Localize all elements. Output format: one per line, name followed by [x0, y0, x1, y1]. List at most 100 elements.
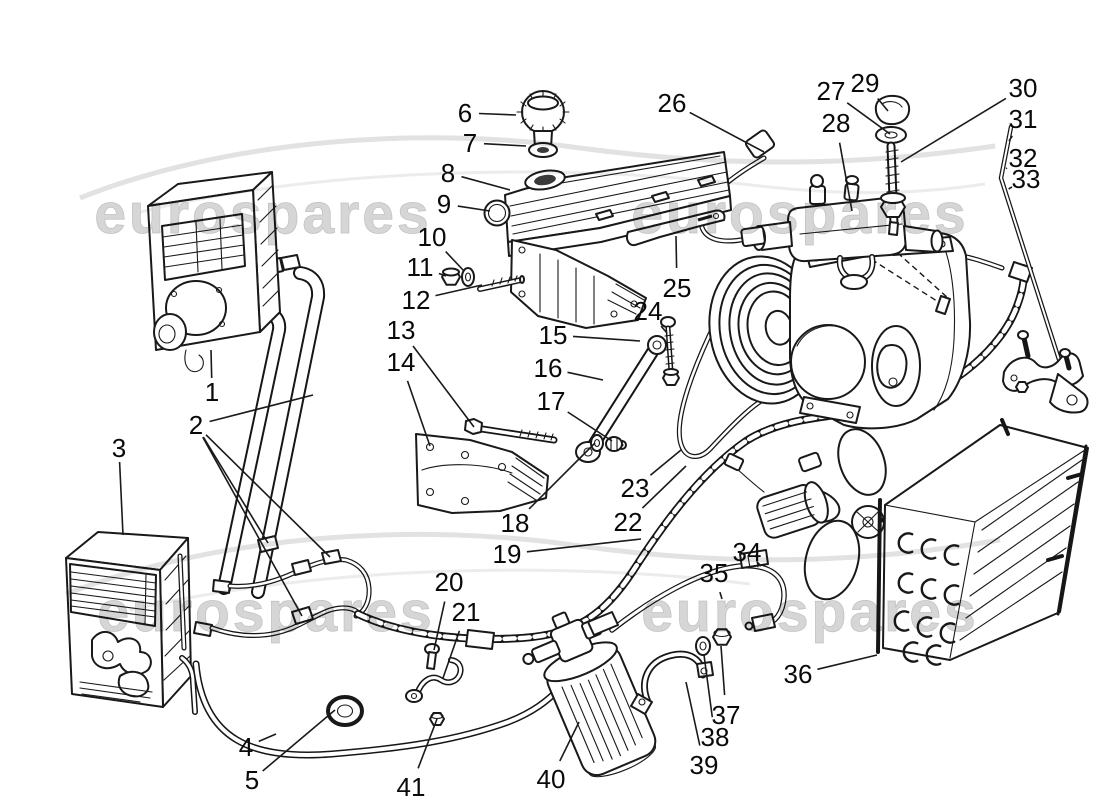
watermark-text: eurospares: [631, 182, 968, 246]
part-number-22: 22: [614, 507, 643, 537]
bolt-20: [424, 643, 440, 670]
callout-layer: 1234567891011121314151617181920212223242…: [112, 68, 1041, 800]
leader-line-8: [461, 175, 511, 191]
leader-line-5: [262, 709, 336, 772]
washer-10: [461, 267, 475, 287]
washer-18: [590, 434, 604, 452]
bolt-13: [464, 418, 558, 444]
part-number-24: 24: [634, 296, 663, 326]
nut-37: [712, 628, 732, 646]
part-number-11: 11: [407, 252, 434, 282]
part-number-26: 26: [658, 88, 687, 118]
leader-line-3: [118, 461, 124, 536]
leader-line-38: [703, 654, 714, 718]
leader-line-41: [417, 718, 438, 769]
leader-line-15: [572, 335, 641, 342]
leader-line-23: [649, 449, 682, 476]
leader-line-11: [438, 272, 447, 277]
part-number-19: 19: [493, 539, 522, 569]
receiver-drier: [522, 611, 657, 778]
leader-line-7: [483, 142, 527, 147]
part-number-7: 7: [463, 128, 477, 158]
part-number-33: 33: [1012, 164, 1041, 194]
leader-line-40: [559, 721, 580, 762]
part-number-6: 6: [458, 98, 472, 128]
leader-line-24: [660, 325, 668, 334]
mounting-bracket: [415, 433, 549, 514]
leader-line-12: [435, 284, 483, 297]
leader-line-19: [526, 538, 642, 553]
part-number-29: 29: [851, 68, 880, 98]
part-number-32: 32: [1009, 143, 1038, 173]
evaporator-unit: [65, 531, 231, 715]
part-number-25: 25: [663, 273, 692, 303]
leader-line-29: [877, 97, 889, 112]
leader-line-34: [756, 561, 762, 567]
leader-line-31: [1008, 135, 1013, 142]
leader-line-26: [689, 111, 765, 153]
washer-38: [695, 636, 711, 656]
leader-line-22: [641, 465, 687, 509]
leader-line-27: [846, 102, 891, 135]
watermark-layer: eurospares eurospares eurospares eurospares: [65, 135, 1001, 644]
leader-line-21: [442, 630, 461, 679]
leader-line-10: [445, 251, 465, 272]
leader-line-20: [433, 601, 446, 651]
leader-line-1: [210, 349, 213, 379]
leader-line-33: [1008, 186, 1013, 190]
part-number-2: 2: [189, 410, 203, 440]
part-number-41: 41: [397, 772, 426, 800]
leader-line-36: [817, 654, 878, 671]
leader-line-25: [675, 235, 678, 269]
leader-line-2: [209, 394, 314, 423]
part-number-28: 28: [822, 108, 851, 138]
part-number-30: 30: [1009, 73, 1038, 103]
part-number-23: 23: [621, 473, 650, 503]
part-number-5: 5: [245, 765, 259, 795]
finned-plate: [504, 151, 732, 329]
part-number-38: 38: [701, 722, 730, 752]
leader-line-39: [685, 681, 701, 746]
pipe-unions: [209, 535, 372, 638]
part-number-9: 9: [437, 189, 451, 219]
part-number-37: 37: [712, 700, 741, 730]
part-number-10: 10: [418, 222, 447, 252]
bolt-24: [660, 316, 680, 386]
leader-line-2: [202, 436, 303, 617]
part-number-15: 15: [539, 320, 568, 350]
part-number-1: 1: [205, 377, 219, 407]
drier-clamp: [630, 650, 714, 715]
grommet: [326, 695, 364, 727]
watermark-text: eurospares: [97, 580, 434, 644]
leader-line-2: [202, 436, 269, 544]
valve-wire: [698, 129, 775, 248]
part-number-31: 31: [1009, 104, 1038, 134]
part-number-35: 35: [700, 558, 729, 588]
leader-line-14: [406, 380, 431, 447]
diagram-artwork: [65, 90, 1089, 778]
part-number-8: 8: [441, 158, 455, 188]
leader-line-18: [528, 442, 596, 510]
watermark-text: eurospares: [641, 580, 978, 644]
leader-line-32: [1005, 167, 1008, 170]
heater-blower-unit: [147, 171, 281, 373]
leader-line-16: [567, 371, 604, 381]
watermark-text: eurospares: [94, 182, 431, 246]
part-number-4: 4: [239, 732, 253, 762]
nut-11: [441, 267, 461, 286]
part-number-14: 14: [387, 347, 416, 377]
stud-12: [477, 275, 525, 292]
leader-line-17: [567, 411, 613, 442]
part-number-12: 12: [402, 285, 431, 315]
part-number-40: 40: [537, 764, 566, 794]
solenoid-valve: [752, 174, 944, 290]
shim-plate: [625, 209, 726, 247]
leader-line-4: [258, 733, 277, 743]
drier-hose: [587, 549, 787, 636]
o-ring: [483, 199, 511, 227]
leader-line-2: [205, 434, 331, 558]
filler-cap: [516, 90, 570, 149]
leader-line-13: [412, 345, 475, 428]
part-number-17: 17: [537, 386, 566, 416]
